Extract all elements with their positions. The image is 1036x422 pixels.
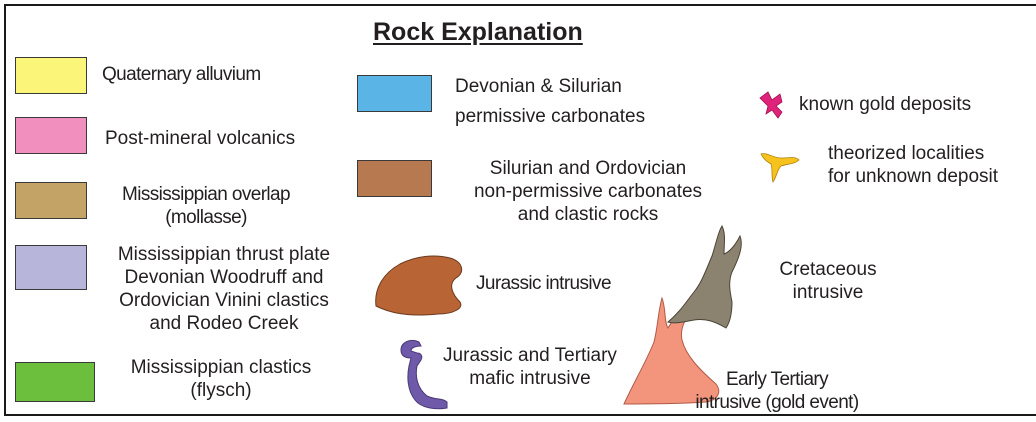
early-tertiary-line1: Early Tertiary bbox=[682, 368, 872, 391]
silurian-ordovician-label: Silurian and Ordovician non-permissive c… bbox=[446, 157, 730, 226]
thrust-plate-line2: Devonian Woodruff and bbox=[104, 266, 344, 289]
thrust-plate-swatch bbox=[15, 245, 87, 290]
mississippian-overlap-swatch bbox=[15, 182, 87, 219]
devonian-silurian-label: Devonian & Silurian permissive carbonate… bbox=[455, 70, 645, 130]
silurian-ordovician-line2: non-permissive carbonates bbox=[446, 180, 730, 203]
early-tertiary-line2: intrusive (gold event) bbox=[682, 391, 872, 414]
mississippian-overlap-line2: (mollasse) bbox=[106, 206, 306, 229]
theorized-locality-icon bbox=[759, 148, 803, 188]
mississippian-clastics-line1: Mississippian clastics bbox=[112, 356, 330, 379]
thrust-plate-line1: Mississippian thrust plate bbox=[104, 243, 344, 266]
devonian-silurian-swatch bbox=[357, 75, 432, 112]
mississippian-overlap-line1: Mississippian overlap bbox=[106, 183, 306, 206]
quaternary-alluvium-label: Quaternary alluvium bbox=[102, 63, 261, 86]
mississippian-overlap-label: Mississippian overlap (mollasse) bbox=[106, 183, 306, 229]
mafic-intrusive-line2: mafic intrusive bbox=[430, 367, 630, 390]
known-gold-deposits-label: known gold deposits bbox=[799, 93, 971, 116]
jurassic-intrusive-shape bbox=[368, 250, 468, 320]
thrust-plate-line3: Ordovician Vinini clastics bbox=[104, 289, 344, 312]
mississippian-clastics-line2: (flysch) bbox=[112, 379, 330, 402]
legend-title: Rock Explanation bbox=[373, 18, 583, 47]
mafic-intrusive-line1: Jurassic and Tertiary bbox=[430, 344, 630, 367]
post-mineral-volcanics-label: Post-mineral volcanics bbox=[105, 127, 295, 150]
thrust-plate-label: Mississippian thrust plate Devonian Wood… bbox=[104, 243, 344, 335]
devonian-silurian-line2: permissive carbonates bbox=[455, 103, 645, 130]
silurian-ordovician-line1: Silurian and Ordovician bbox=[446, 157, 730, 180]
theorized-localities-line1: theorized localities bbox=[828, 142, 998, 165]
cretaceous-line1: Cretaceous bbox=[758, 258, 898, 281]
mississippian-clastics-swatch bbox=[15, 362, 95, 402]
quaternary-alluvium-swatch bbox=[15, 57, 87, 94]
mississippian-clastics-label: Mississippian clastics (flysch) bbox=[112, 356, 330, 402]
known-gold-deposit-icon bbox=[756, 88, 790, 122]
thrust-plate-line4: and Rodeo Creek bbox=[104, 312, 344, 335]
jurassic-intrusive-label: Jurassic intrusive bbox=[476, 272, 611, 295]
theorized-localities-line2: for unknown deposit bbox=[828, 165, 998, 188]
theorized-localities-label: theorized localities for unknown deposit bbox=[828, 142, 998, 188]
cretaceous-line2: intrusive bbox=[758, 281, 898, 304]
early-tertiary-intrusive-label: Early Tertiary intrusive (gold event) bbox=[682, 368, 872, 414]
post-mineral-volcanics-swatch bbox=[15, 117, 87, 154]
mafic-intrusive-label: Jurassic and Tertiary mafic intrusive bbox=[430, 344, 630, 390]
cretaceous-intrusive-label: Cretaceous intrusive bbox=[758, 258, 898, 304]
devonian-silurian-line1: Devonian & Silurian bbox=[455, 70, 645, 103]
silurian-ordovician-swatch bbox=[357, 160, 432, 197]
